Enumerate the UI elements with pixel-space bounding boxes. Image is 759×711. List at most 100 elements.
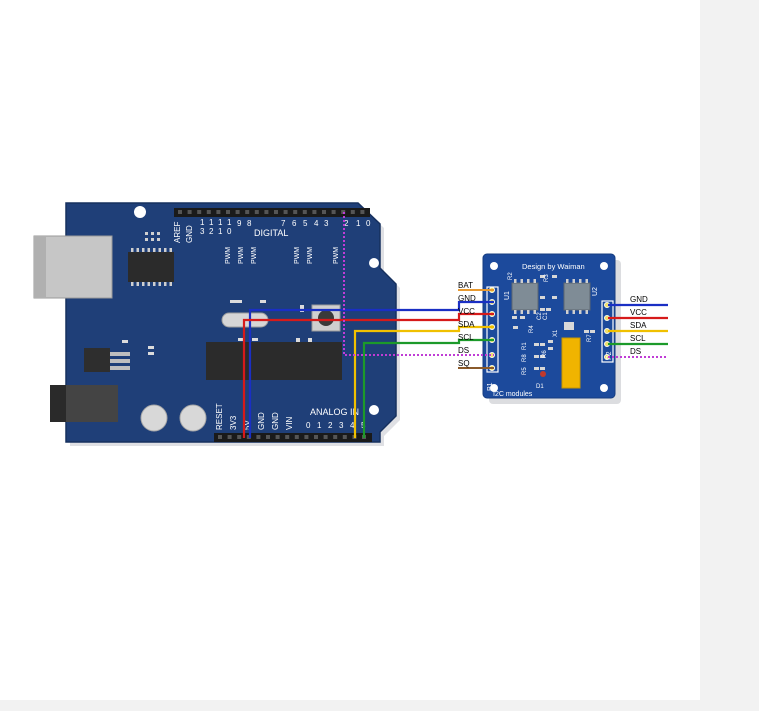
mount-hole <box>369 258 379 268</box>
header-pin <box>294 435 299 439</box>
aref-label: AREF <box>173 222 182 243</box>
part-label: R4 <box>529 325 535 333</box>
part-label: R6 <box>542 350 548 358</box>
p2-label: P2 <box>606 351 613 360</box>
part-label: R7 <box>587 334 593 342</box>
header-pin <box>293 210 298 214</box>
power-analog-header <box>214 433 372 442</box>
part-label: R3 <box>544 274 550 282</box>
digital-pin-label: 11 <box>218 218 223 236</box>
chip-u2: U2 <box>563 282 599 311</box>
pin-label-sq: SQ <box>458 359 470 368</box>
header-pin <box>197 210 202 214</box>
power-pin-label: GND <box>271 412 280 430</box>
voltage-regulator <box>84 348 110 372</box>
sda-wire <box>353 325 494 438</box>
pin-label-vcc: VCC <box>458 307 475 316</box>
pin-label-gnd-right: GND <box>630 295 648 304</box>
digital-pin-label: 7 <box>281 219 286 228</box>
svg-text:5: 5 <box>303 219 308 228</box>
header-p1 <box>486 286 499 373</box>
header-pin <box>331 210 336 214</box>
header-pin <box>237 435 242 439</box>
svg-text:2: 2 <box>344 219 349 228</box>
header-pin <box>206 210 211 214</box>
right-pin-labels: GND VCC SDA SCL DS <box>630 295 648 356</box>
module-subtitle: I2C modules <box>493 391 533 398</box>
header-pin <box>342 435 347 439</box>
part-label: R1 <box>522 342 528 350</box>
svg-text:2: 2 <box>209 227 214 236</box>
svg-text:3: 3 <box>324 219 329 228</box>
digital-pin-label: 4 <box>314 219 319 228</box>
digital-header <box>174 208 370 217</box>
header-pin <box>285 435 290 439</box>
svg-text:1: 1 <box>356 219 361 228</box>
pin-label-sda-right: SDA <box>630 321 647 330</box>
pin-label-sda: SDA <box>458 320 475 329</box>
svg-text:8: 8 <box>247 219 252 228</box>
power-pin-label: 3V3 <box>229 415 238 430</box>
capacitor <box>179 404 207 432</box>
analog-pin-label: 3 <box>339 421 344 430</box>
header-pin <box>333 435 338 439</box>
digital-pin-label: 3 <box>324 219 329 228</box>
digital-pin-label: 9 <box>237 219 242 228</box>
header-pin <box>275 435 280 439</box>
digital-label: DIGITAL <box>254 228 288 238</box>
header-pin <box>314 435 318 439</box>
vcc-wire <box>242 312 494 438</box>
power-pin-label: 5V <box>243 420 252 430</box>
capacitor <box>140 404 168 432</box>
analog-pin-label: 4 <box>350 421 355 430</box>
part-label: D1 <box>536 384 544 390</box>
header-pin <box>187 210 192 214</box>
pin-label-ds: DS <box>458 346 469 355</box>
mount-hole <box>369 405 379 415</box>
analog-in-label: ANALOG IN <box>310 407 359 417</box>
pin-label-gnd: GND <box>458 294 476 303</box>
header-pin <box>322 210 326 214</box>
power-pin-label: GND <box>257 412 266 430</box>
digital-pin-label: 6 <box>292 219 297 228</box>
pin-label-scl: SCL <box>458 333 474 342</box>
digital-pin-label: 13 <box>200 218 205 236</box>
pwm-label: PWM <box>294 247 301 264</box>
digital-pin-label: 10 <box>227 218 232 236</box>
rtc-module: Design by Waiman I2C modules P1 P2 U1 U2… <box>482 253 621 404</box>
microcontroller <box>206 342 342 380</box>
wires <box>242 212 668 438</box>
svg-text:1: 1 <box>218 218 223 227</box>
header-pin <box>312 210 317 214</box>
pwm-label: PWM <box>333 247 340 264</box>
header-pin <box>216 210 221 214</box>
svg-text:1: 1 <box>227 218 232 227</box>
x1-label: X1 <box>553 329 559 337</box>
svg-text:7: 7 <box>281 219 286 228</box>
crystal-x1 <box>564 322 574 330</box>
digital-pin-label: 1 <box>356 219 361 228</box>
svg-text:4: 4 <box>314 219 319 228</box>
header-pin <box>323 435 328 439</box>
header-pin <box>266 435 270 439</box>
gnd-wire <box>248 300 494 438</box>
part-label: R8 <box>522 354 528 362</box>
pwm-label: PWM <box>307 247 314 264</box>
header-pin <box>178 210 182 214</box>
digital-pin-label: 0 <box>366 219 371 228</box>
header-pin <box>245 210 250 214</box>
header-pin <box>274 210 278 214</box>
power-pin-label: VIN <box>285 416 294 430</box>
gnd-label: GND <box>185 225 194 243</box>
svg-text:9: 9 <box>237 219 242 228</box>
header-pin <box>283 210 288 214</box>
pin-label-vcc-right: VCC <box>630 308 647 317</box>
svg-text:3: 3 <box>200 227 205 236</box>
analog-pin-label: 1 <box>317 421 322 430</box>
header-pin <box>256 435 261 439</box>
